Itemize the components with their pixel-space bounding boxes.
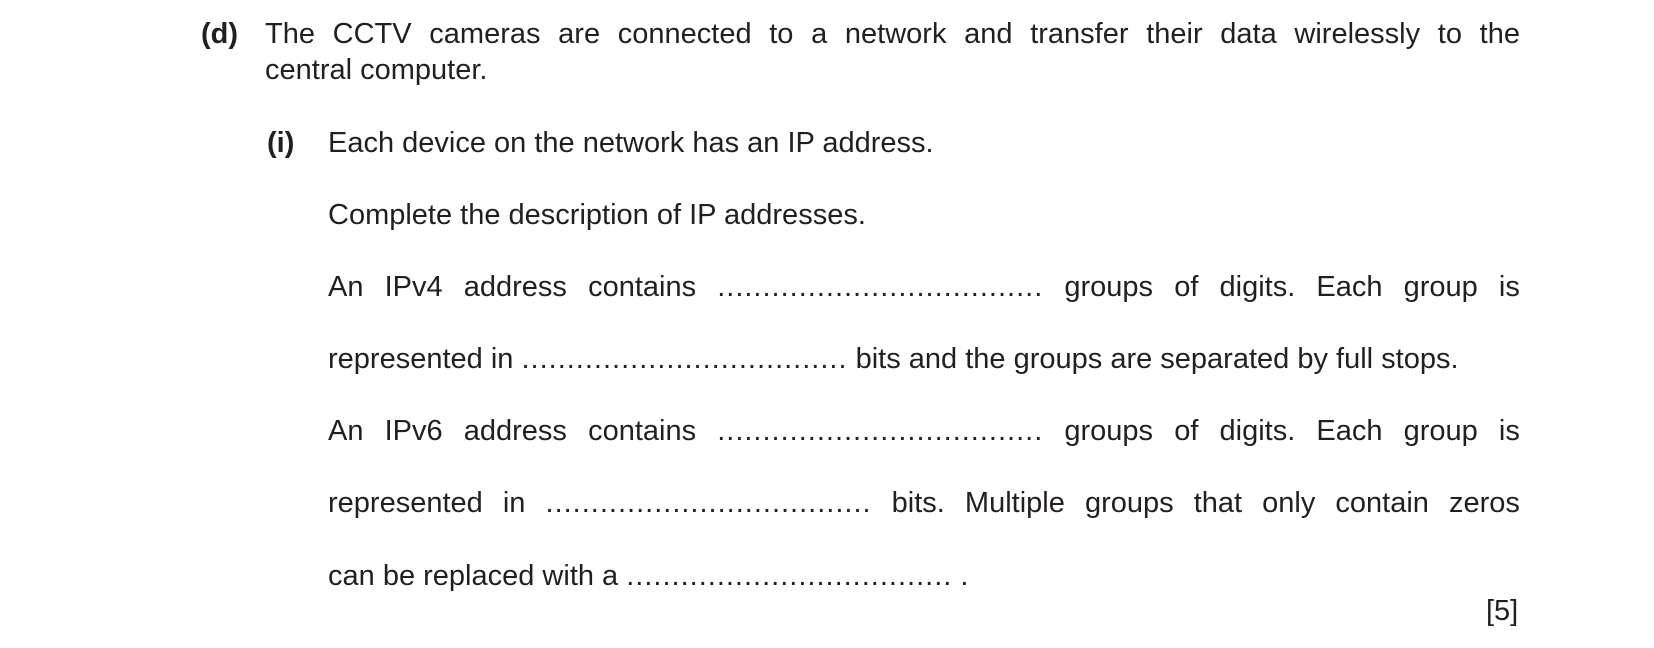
- subpart-label: (i): [267, 127, 295, 159]
- ipv4-line-2-before: represented in: [328, 343, 514, 375]
- word: address: [463, 415, 567, 447]
- question-text-line-2: central computer.: [265, 54, 488, 86]
- word: their: [1146, 18, 1203, 50]
- word: wirelessly: [1294, 18, 1421, 50]
- word: network: [844, 18, 947, 50]
- word: groups: [1084, 487, 1174, 519]
- ipv6-line-3-after: .: [960, 560, 969, 592]
- word: a: [811, 18, 828, 50]
- word: to: [1437, 18, 1462, 50]
- ipv4-line-1: An IPv4 address contains...................…: [328, 270, 1520, 304]
- word: group: [1403, 415, 1478, 447]
- word: of: [1174, 271, 1199, 303]
- word: transfer: [1030, 18, 1129, 50]
- word: data: [1220, 18, 1277, 50]
- word: that: [1193, 487, 1243, 519]
- word: in: [502, 487, 526, 519]
- word: IPv6: [384, 415, 443, 447]
- word: digits.: [1219, 415, 1296, 447]
- ipv6-line-1: An IPv6 address contains...................…: [328, 414, 1520, 448]
- word: An: [328, 271, 364, 303]
- word: connected: [617, 18, 752, 50]
- word: are: [558, 18, 601, 50]
- marks-indicator: [5]: [1486, 595, 1519, 627]
- question-label: (d): [201, 18, 239, 50]
- word: the: [1479, 18, 1520, 50]
- answer-blank-ipv6-bits[interactable]: ....................................: [545, 487, 872, 519]
- word: address: [463, 271, 567, 303]
- word: CCTV: [332, 18, 412, 50]
- word: Multiple: [964, 487, 1065, 519]
- word: is: [1498, 415, 1520, 447]
- word: bits.: [891, 487, 945, 519]
- word: Each: [1316, 271, 1383, 303]
- word: The: [265, 18, 315, 50]
- answer-blank-ipv6-groups[interactable]: ....................................: [717, 415, 1044, 447]
- word: digits.: [1219, 271, 1296, 303]
- word: is: [1498, 271, 1520, 303]
- subpart-intro: Each device on the network has an IP add…: [328, 127, 934, 159]
- word: group: [1403, 271, 1478, 303]
- answer-blank-ipv4-groups[interactable]: ....................................: [717, 271, 1044, 303]
- word: zeros: [1449, 487, 1520, 519]
- answer-blank-ipv4-bits[interactable]: ....................................: [521, 343, 848, 375]
- word: groups: [1064, 415, 1154, 447]
- word: contains: [588, 271, 697, 303]
- ipv6-line-3: can be replaced with a .................…: [328, 559, 968, 593]
- word: contain: [1335, 487, 1429, 519]
- word: cameras: [429, 18, 541, 50]
- word: An: [328, 415, 364, 447]
- ipv4-line-2-after: bits and the groups are separated by ful…: [855, 343, 1459, 375]
- word: to: [769, 18, 794, 50]
- ipv6-line-2: represented in...........................…: [328, 486, 1520, 520]
- word: groups: [1064, 271, 1154, 303]
- answer-blank-zero-compression[interactable]: ....................................: [626, 560, 953, 592]
- ipv6-line-3-before: can be replaced with a: [328, 560, 619, 592]
- word: Each: [1316, 415, 1383, 447]
- word: and: [964, 18, 1013, 50]
- word: represented: [328, 487, 483, 519]
- word: only: [1262, 487, 1316, 519]
- word: IPv4: [384, 271, 443, 303]
- instruction-text: Complete the description of IP addresses…: [328, 199, 866, 231]
- ipv4-line-2: represented in .........................…: [328, 342, 1459, 376]
- word: of: [1174, 415, 1199, 447]
- word: contains: [588, 415, 697, 447]
